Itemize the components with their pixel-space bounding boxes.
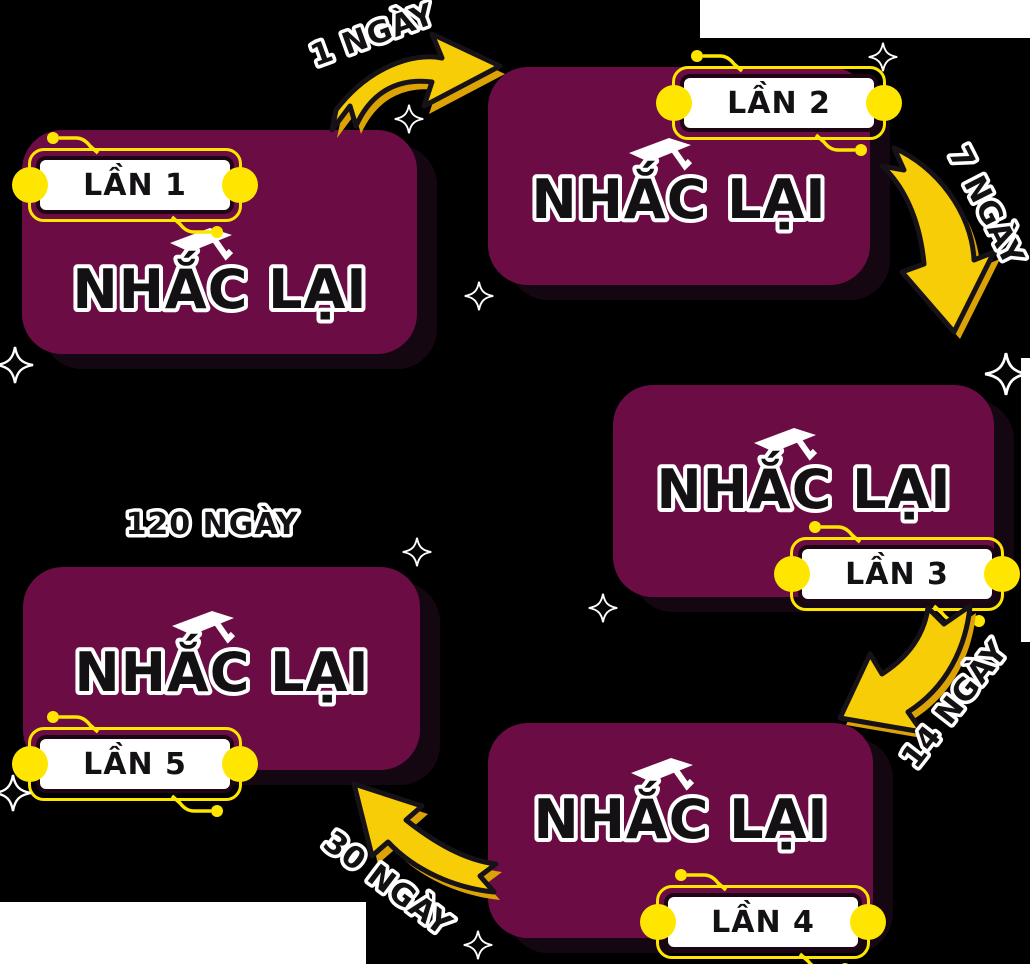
interval-label-120-ngay: 120 NGÀY xyxy=(122,503,301,546)
card-title: NHẮC LẠI xyxy=(529,777,831,855)
circuit-connector-icon xyxy=(809,521,862,544)
card-title-text: NHẮC LẠI xyxy=(74,634,369,704)
badge-node-circle xyxy=(222,167,258,203)
interval-label-text: 120 NGÀY xyxy=(126,506,299,542)
repeat-card-3: NHẮC LẠI LẦN 3 xyxy=(613,385,1020,627)
card-title: NHẮC LẠI xyxy=(652,447,954,525)
badge-node-circle xyxy=(12,746,48,782)
badge-label: LẦN 1 xyxy=(36,156,234,214)
badge-node-circle xyxy=(656,85,692,121)
sparkle-icon xyxy=(0,346,34,384)
badge-node-circle xyxy=(640,904,676,940)
card-title: NHẮC LẠI xyxy=(68,247,370,325)
badge-node-circle xyxy=(774,556,810,592)
badge-lan-1: LẦN 1 xyxy=(12,132,258,238)
curved-arrow-icon-2-to-3 xyxy=(879,145,1000,339)
sparkle-icon xyxy=(984,352,1028,396)
card-title-text: NHẮC LẠI xyxy=(656,451,951,521)
sparkle-icon xyxy=(394,104,424,134)
circuit-connector-icon xyxy=(675,869,728,892)
curved-arrow-icon-1-to-2 xyxy=(329,31,505,138)
graduation-cap-icon xyxy=(630,758,694,791)
circuit-connector-icon xyxy=(170,215,223,238)
badge-label: LẦN 4 xyxy=(664,893,862,951)
circuit-connector-icon xyxy=(798,952,849,964)
circuit-connector-icon xyxy=(47,132,100,155)
badge-label: LẦN 3 xyxy=(798,545,996,603)
sparkle-icon xyxy=(0,774,32,812)
white-patch-right xyxy=(1021,358,1030,642)
graduation-cap-icon xyxy=(629,138,693,171)
badge-label: LẦN 5 xyxy=(36,735,234,793)
badge-lan-3: LẦN 3 xyxy=(774,521,1020,627)
circuit-connector-icon xyxy=(814,133,867,156)
badge-node-circle xyxy=(984,556,1020,592)
badge-lan-5: LẦN 5 xyxy=(12,711,258,817)
sparkle-icon xyxy=(402,537,432,567)
sparkle-icon xyxy=(464,281,494,311)
badge-lan-4: LẦN 4 xyxy=(640,869,886,964)
badge-node-circle xyxy=(866,85,902,121)
card-title-text: NHẮC LẠI xyxy=(532,161,827,231)
circuit-connector-icon xyxy=(170,794,223,817)
curved-arrow-icon-3-to-4 xyxy=(837,603,976,739)
sparkle-icon xyxy=(463,930,493,960)
white-patch-bottom-left xyxy=(0,902,366,964)
repeat-card-4: NHẮC LẠI LẦN 4 xyxy=(488,723,886,964)
badge-node-circle xyxy=(222,746,258,782)
card-title: NHẮC LẠI xyxy=(528,157,830,235)
card-title-text: NHẮC LẠI xyxy=(72,251,367,321)
badge-node-circle xyxy=(12,167,48,203)
card-title: NHẮC LẠI xyxy=(70,630,372,708)
repeat-card-2: NHẮC LẠI LẦN 2 xyxy=(488,50,902,285)
card-title-text: NHẮC LẠI xyxy=(533,781,828,851)
badge-node-circle xyxy=(850,904,886,940)
sparkle-icon xyxy=(588,593,618,623)
curved-arrow-icon-4-to-5 xyxy=(351,781,502,900)
circuit-connector-icon xyxy=(47,711,100,734)
badge-lan-2: LẦN 2 xyxy=(656,50,902,156)
sparkle-icon xyxy=(868,42,898,72)
badge-label: LẦN 2 xyxy=(680,74,878,132)
repeat-card-5: NHẮC LẠI LẦN 5 xyxy=(12,567,420,817)
circuit-connector-icon xyxy=(691,50,744,73)
graduation-cap-icon xyxy=(753,428,817,461)
repeat-card-1: NHẮC LẠI LẦN 1 xyxy=(12,130,417,354)
graduation-cap-icon xyxy=(171,611,235,644)
white-patch-top xyxy=(700,0,1030,38)
